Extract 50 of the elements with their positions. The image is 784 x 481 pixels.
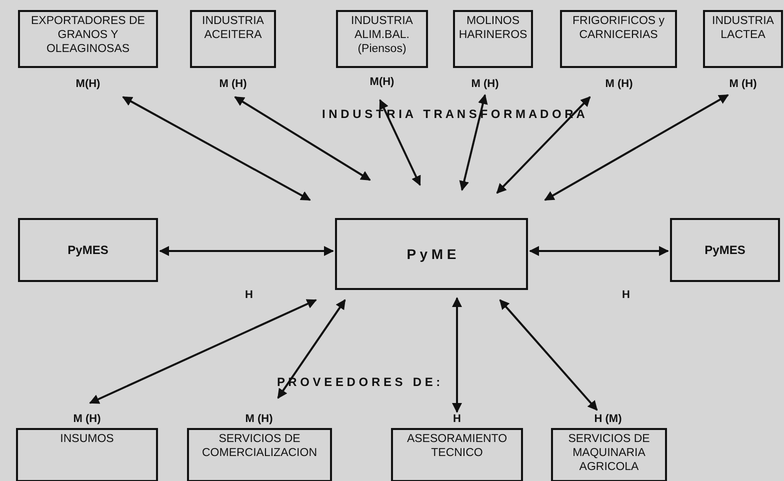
node-label: SERVICIOS DE COMERCIALIZACION <box>200 432 318 460</box>
double-arrow <box>277 299 346 399</box>
relation-label: M (H) <box>605 78 633 90</box>
edge-label: H <box>620 289 632 301</box>
node-label: SERVICIOS DE MAQUINARIA AGRICOLA <box>567 432 651 474</box>
node-label: P y M E <box>406 247 456 261</box>
node-label: FRIGORIFICOS y CARNICERIAS <box>572 14 666 42</box>
sector-box <box>187 428 332 481</box>
double-arrow <box>234 96 371 181</box>
relation-label: M (H) <box>471 78 499 90</box>
sector-box <box>391 428 523 481</box>
relation-label: M(H) <box>76 78 100 90</box>
relation-label: M (H) <box>729 78 757 90</box>
sector-box <box>703 10 783 68</box>
node-label: PyMES <box>704 243 746 257</box>
node-label: ASESORAMIENTO TECNICO <box>406 432 508 460</box>
company-box <box>18 218 158 282</box>
double-arrow <box>459 94 488 191</box>
sector-box <box>190 10 276 68</box>
sector-box <box>560 10 677 68</box>
double-arrow <box>496 96 591 194</box>
node-label: INDUSTRIA ACEITERA <box>201 14 265 42</box>
sector-box <box>551 428 667 481</box>
double-arrow <box>529 246 669 256</box>
node-label: PyMES <box>68 243 108 257</box>
relation-label: H (M) <box>594 413 622 425</box>
node-label: INDUSTRIA LACTEA <box>711 14 775 42</box>
double-arrow <box>122 96 311 201</box>
sector-box <box>336 10 428 68</box>
double-arrow <box>499 299 598 411</box>
double-arrow <box>379 99 421 186</box>
relation-label: M (H) <box>219 78 247 90</box>
node-label: EXPORTADORES DE GRANOS Y OLEAGINOSAS <box>30 14 146 56</box>
node-label: MOLINOS HARINEROS <box>458 14 528 42</box>
node-label: INSUMOS <box>60 432 114 446</box>
double-arrow <box>159 246 334 256</box>
sector-box <box>18 10 158 68</box>
sector-box <box>16 428 158 481</box>
node-label: INDUSTRIA ALIM.BAL. (Piensos) <box>350 14 414 56</box>
relation-label: H <box>453 413 461 425</box>
edge-label: H <box>243 289 255 301</box>
company-box <box>335 218 528 290</box>
double-arrow <box>544 94 729 201</box>
relation-label: M(H) <box>370 76 394 88</box>
double-arrow <box>89 299 317 404</box>
double-arrow <box>452 297 462 413</box>
relation-label: M (H) <box>73 413 101 425</box>
sector-box <box>453 10 533 68</box>
company-box <box>670 218 780 282</box>
relation-label: M (H) <box>245 413 273 425</box>
